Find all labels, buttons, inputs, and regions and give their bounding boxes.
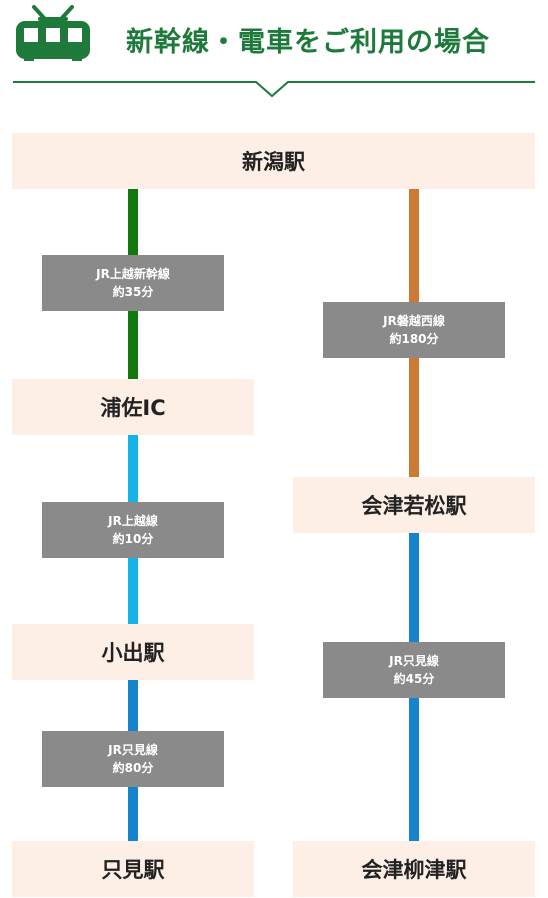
route-box-tadami-right: JR只見線 約45分 — [323, 642, 505, 698]
route-line-name: JR磐越西線 — [383, 314, 445, 328]
station-ura-sa-ic: 浦佐IC — [12, 379, 254, 435]
station-tadami: 只見駅 — [12, 841, 254, 897]
route-box-tadami-left: JR只見線 約80分 — [42, 731, 224, 787]
station-aizu-wakamatsu: 会津若松駅 — [293, 477, 535, 533]
route-box-joetsu-shinkansen: JR上越新幹線 約35分 — [42, 255, 224, 311]
train-icon — [16, 5, 90, 61]
station-aizu-yanaizu: 会津柳津駅 — [293, 841, 535, 897]
page-title: 新幹線・電車をご利用の場合 — [126, 27, 490, 58]
route-box-joetsu: JR上越線 約10分 — [42, 502, 224, 558]
route-duration: 約180分 — [389, 332, 439, 346]
route-duration: 約45分 — [393, 672, 435, 686]
station-koide: 小出駅 — [12, 624, 254, 680]
route-line-name: JR只見線 — [108, 743, 158, 757]
route-line-name: JR上越新幹線 — [96, 267, 170, 281]
route-duration: 約35分 — [112, 285, 154, 299]
route-duration: 約10分 — [112, 532, 154, 546]
route-line-name: JR上越線 — [108, 514, 158, 528]
route-box-banetsu-west: JR磐越西線 約180分 — [323, 302, 505, 358]
route-line-name: JR只見線 — [389, 654, 439, 668]
title-divider — [13, 81, 535, 98]
station-niigata: 新潟駅 — [12, 133, 535, 189]
header: 新幹線・電車をご利用の場合 — [0, 0, 548, 100]
route-duration: 約80分 — [112, 761, 154, 775]
